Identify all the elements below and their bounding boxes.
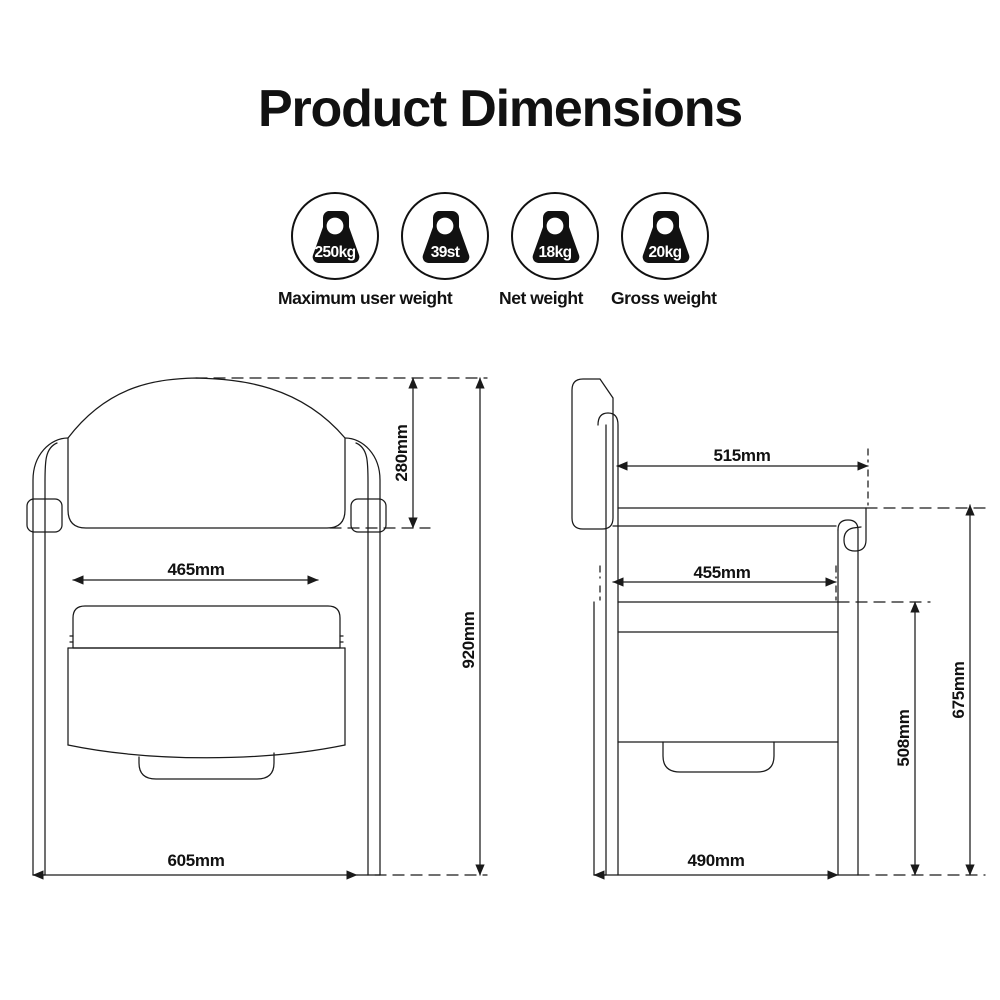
dimension-label-455mm: 455mm (693, 563, 750, 582)
weight-badge-labels: Maximum user weight Net weight Gross wei… (0, 288, 1000, 314)
weight-icon (414, 207, 476, 265)
badge-maximum-user-weight-st: 39st (401, 192, 489, 280)
dimension-label-515mm: 515mm (713, 446, 770, 465)
weight-icon (524, 207, 586, 265)
dimension-label-920mm: 920mm (459, 611, 478, 668)
badge-label-gross-weight: Gross weight (611, 288, 717, 308)
side-view-dimensions (593, 448, 986, 880)
badge-label-maximum-user-weight: Maximum user weight (278, 288, 453, 308)
front-view-geometry (26, 377, 387, 876)
side-view-geometry (571, 378, 867, 876)
badge-label-net-weight: Net weight (499, 288, 583, 308)
dimension-label-465mm: 465mm (167, 560, 224, 579)
page-title: Product Dimensions (257, 80, 743, 138)
dimension-label-605mm: 605mm (167, 851, 224, 870)
dimension-label-508mm: 508mm (894, 709, 913, 766)
weight-icon (304, 207, 366, 265)
dimension-label-490mm: 490mm (687, 851, 744, 870)
dimension-label-280mm: 280mm (392, 424, 411, 481)
front-view-dimensions (32, 377, 488, 880)
weight-badge-row: 250kg 39st 18kg (0, 190, 1000, 282)
dimension-labels: 280mm 465mm 920mm 605mm 515mm 455mm 508m… (167, 424, 968, 870)
dimension-label-675mm: 675mm (949, 661, 968, 718)
weight-icon (634, 207, 696, 265)
